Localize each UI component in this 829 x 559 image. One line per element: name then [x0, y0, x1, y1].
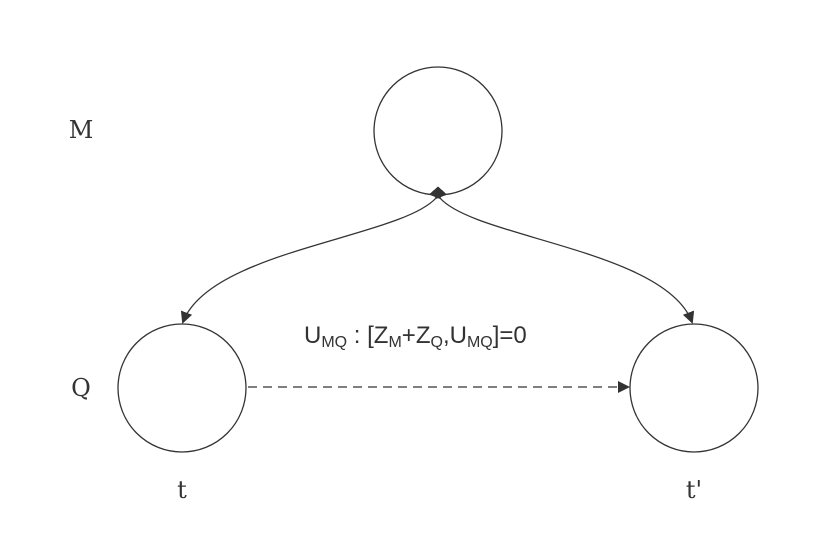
equation-lhs-main: U — [304, 322, 321, 349]
equation-tail: ]=0 — [493, 322, 527, 349]
node-m-top — [373, 66, 503, 196]
arrow-top-to-right — [428, 186, 695, 324]
row-label-m: M — [69, 116, 94, 144]
equation-u-sub: MQ — [467, 334, 493, 351]
time-label-t-prime: t' — [686, 476, 702, 504]
equation-z2-main: Z — [416, 322, 431, 349]
equation-z1-main: Z — [374, 322, 389, 349]
node-q-left — [117, 323, 247, 453]
equation-sep: : [ — [347, 322, 374, 349]
equation-plus: + — [402, 322, 416, 349]
equation-comma: , — [443, 322, 450, 349]
equation-lhs-sub: MQ — [321, 334, 347, 351]
node-q-right — [629, 323, 759, 453]
row-label-q: Q — [71, 374, 91, 402]
arrow-top-to-left — [180, 186, 448, 324]
time-label-t: t — [177, 476, 187, 504]
equation-z2-sub: Q — [430, 334, 442, 351]
equation-label: UMQ : [ZM+ZQ,UMQ]=0 — [304, 322, 527, 351]
equation-u-main: U — [450, 322, 467, 349]
equation-z1-sub: M — [388, 334, 401, 351]
